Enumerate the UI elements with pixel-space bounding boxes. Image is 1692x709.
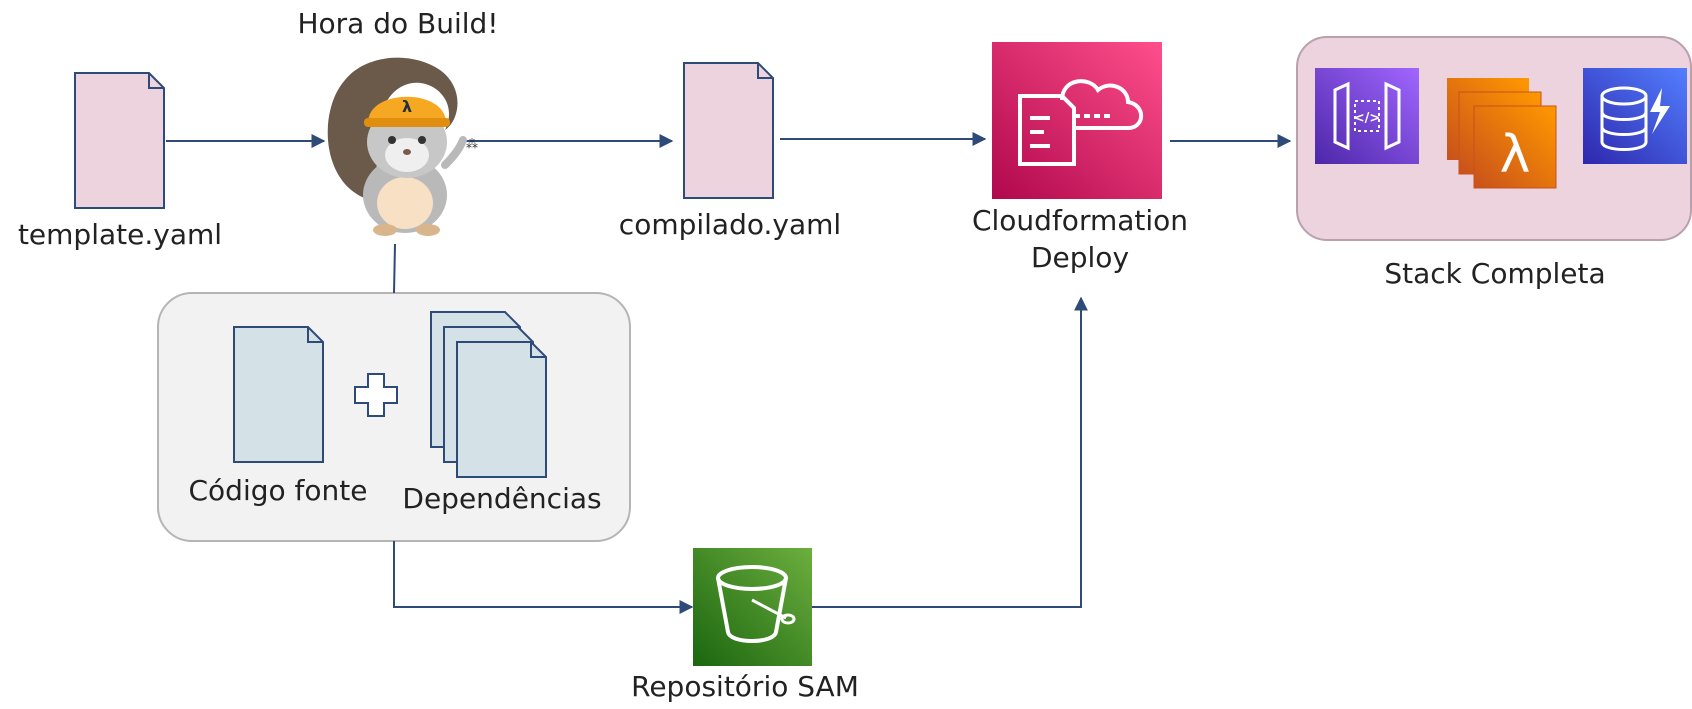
svg-text:λ: λ xyxy=(402,97,412,116)
cloudformation-label-line2: Deploy xyxy=(1030,241,1130,274)
dependencies-documents-icon xyxy=(430,311,547,478)
build-title: Hora do Build! xyxy=(297,7,499,40)
template-document-icon xyxy=(74,72,165,209)
lambda-icon: λ xyxy=(1447,78,1557,189)
svg-text:</>: </> xyxy=(1354,111,1381,126)
s3-bucket-icon xyxy=(693,548,812,666)
line-build-to-source-group xyxy=(393,243,396,294)
source-code-label: Código fonte xyxy=(188,474,368,507)
stack-label: Stack Completa xyxy=(1384,257,1606,290)
svg-text:⁂: ⁂ xyxy=(466,137,478,151)
cloudformation-icon xyxy=(992,42,1162,199)
dependencies-label: Dependências xyxy=(402,482,602,515)
source-code-document-icon xyxy=(233,326,324,463)
arrow-repository-to-cloudformation xyxy=(812,296,1088,608)
squirrel-mascot-icon: λ ⁂ xyxy=(327,57,478,236)
template-label: template.yaml xyxy=(17,218,223,251)
svg-text:λ: λ xyxy=(1500,125,1531,185)
api-gateway-icon: </> xyxy=(1315,68,1419,164)
repository-label: Repositório SAM xyxy=(631,670,859,703)
plus-icon xyxy=(354,373,398,417)
compiled-document-icon xyxy=(683,62,774,199)
arrow-source-to-repository xyxy=(393,541,694,614)
dynamodb-icon xyxy=(1583,68,1687,164)
compiled-label: compilado.yaml xyxy=(618,208,842,241)
cloudformation-label-line1: Cloudformation xyxy=(971,204,1189,237)
